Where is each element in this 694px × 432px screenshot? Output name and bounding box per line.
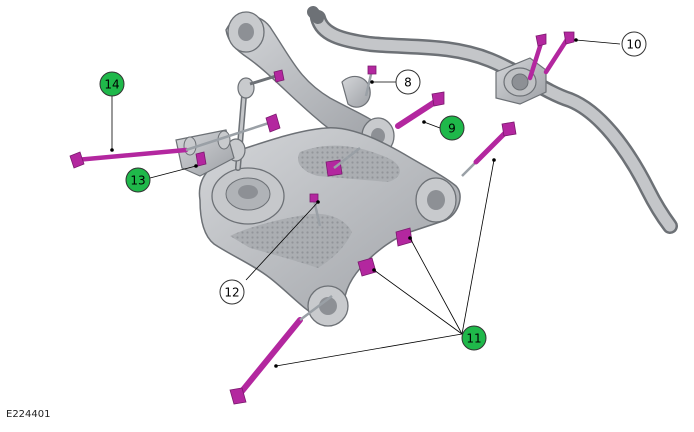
fastener-bolt-8	[364, 65, 377, 97]
leader-11b	[409, 237, 463, 335]
callout-8: 8	[395, 69, 421, 95]
fastener-bolts-10	[527, 31, 575, 81]
callout-14: 14	[99, 71, 125, 97]
fastener-bolt-9	[395, 91, 445, 129]
leader-11a	[461, 159, 495, 335]
svg-text:12: 12	[224, 286, 239, 300]
leader-dots	[110, 38, 578, 368]
figure-code: E224401	[6, 409, 51, 420]
leader-11c	[373, 269, 463, 335]
fastener-link-nut	[273, 69, 285, 83]
fastener-bolt-14	[69, 113, 281, 169]
svg-text:10: 10	[626, 38, 641, 52]
callout-11: 11	[461, 325, 487, 351]
callout-13: 13	[125, 167, 151, 193]
callout-9: 9	[439, 115, 465, 141]
svg-text:9: 9	[448, 122, 456, 136]
leader-lines	[111, 39, 621, 367]
svg-text:14: 14	[104, 78, 119, 92]
leader-12	[245, 201, 319, 281]
svg-text:13: 13	[130, 174, 145, 188]
callout-12: 12	[219, 279, 245, 305]
fastener-bolts-11	[229, 121, 517, 405]
svg-text:11: 11	[466, 332, 481, 346]
toe-link-bracket	[175, 129, 235, 177]
leader-9	[423, 121, 441, 129]
fastener-nut-13	[195, 151, 207, 167]
callout-10: 10	[621, 31, 647, 57]
leader-13	[149, 165, 197, 179]
svg-text:8: 8	[404, 76, 412, 90]
rear-subframe	[198, 127, 461, 327]
fastener-nut-arm	[325, 147, 361, 177]
leader-10	[575, 39, 621, 45]
leader-11d	[275, 333, 463, 367]
